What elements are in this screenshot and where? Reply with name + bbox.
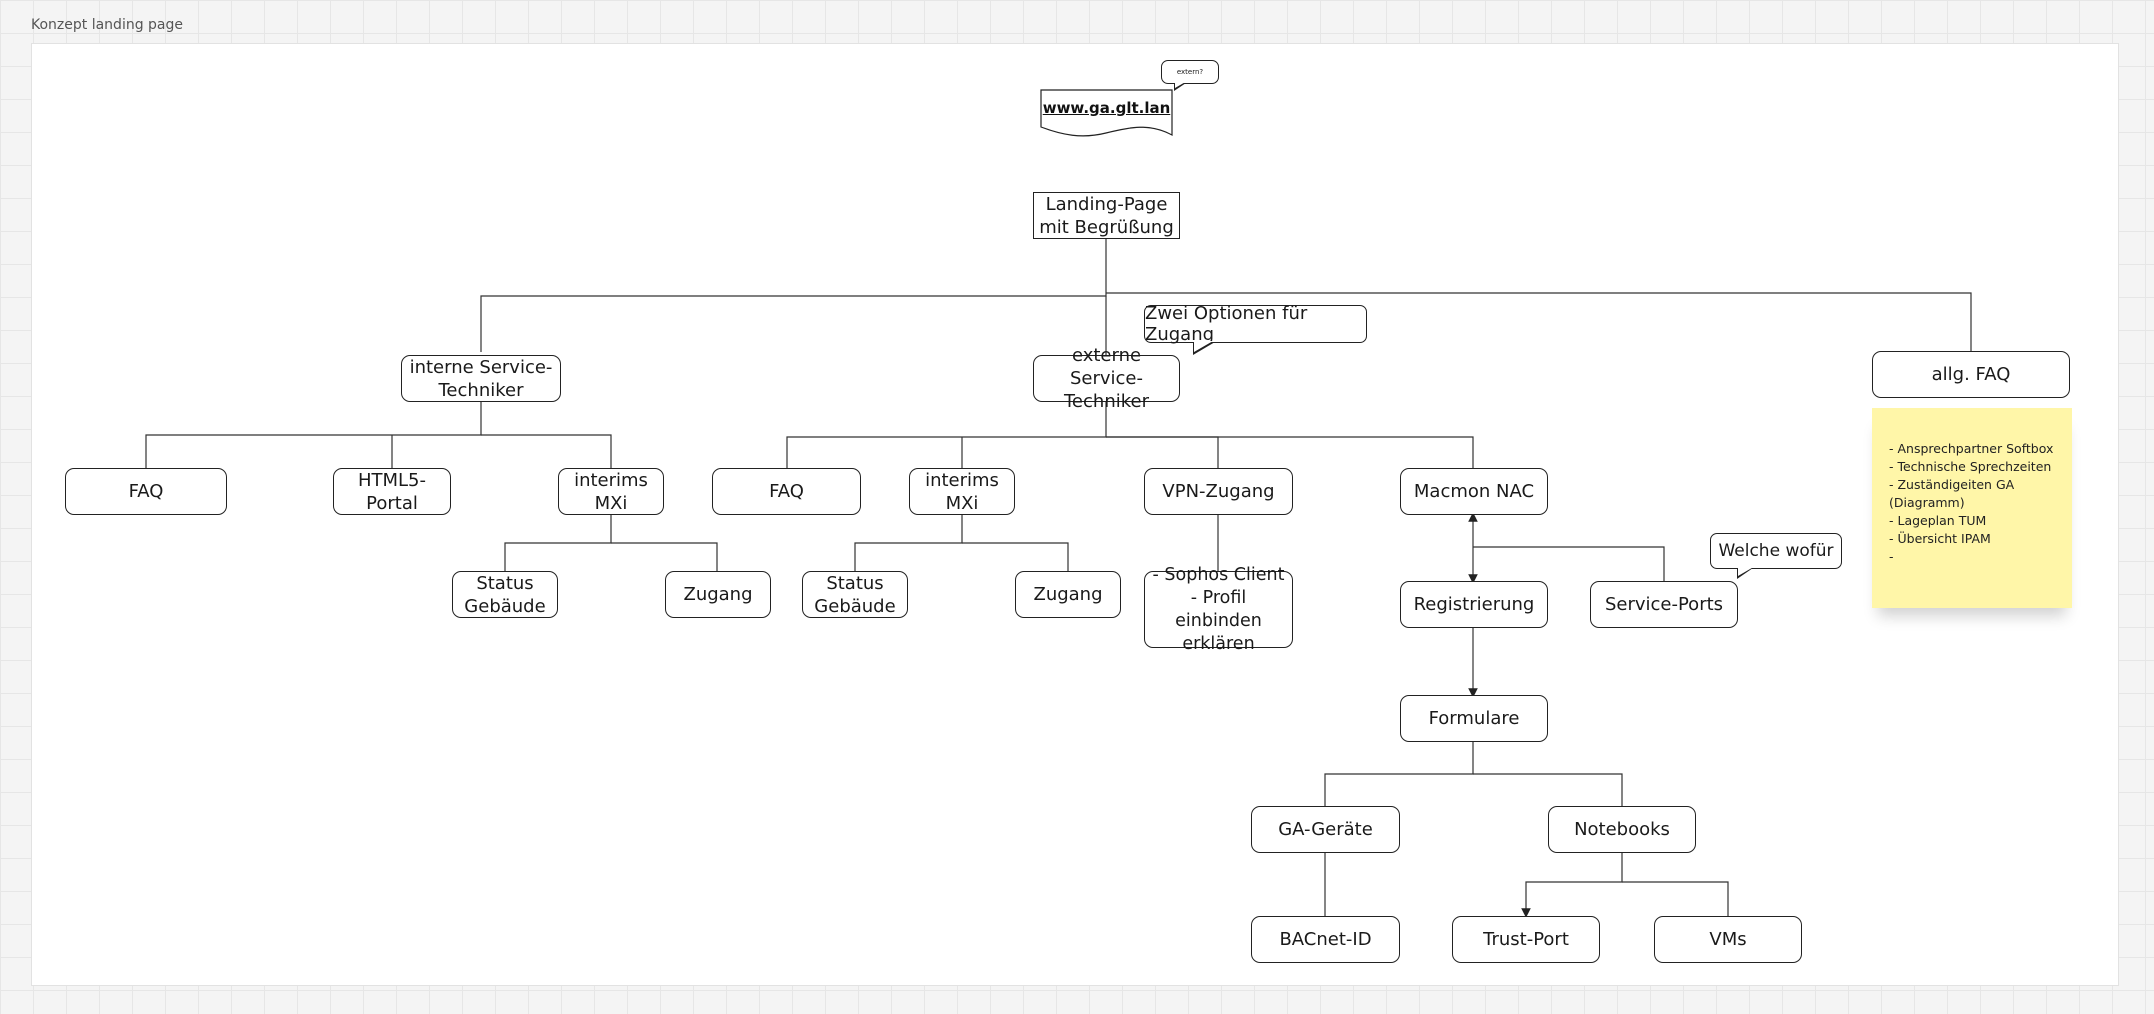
- ext-zugang-node[interactable]: Zugang: [1015, 571, 1121, 618]
- sticky-note-item: - Zuständigeiten GA (Diagramm): [1889, 477, 2015, 510]
- url-label: www.ga.glt.lan: [1042, 99, 1171, 117]
- sticky-note-item: -: [1889, 549, 1894, 564]
- ext-status-gebaeude-node[interactable]: Status Gebäude: [802, 571, 908, 618]
- notebooks-node[interactable]: Notebooks: [1548, 806, 1696, 853]
- frame-title: Konzept landing page: [31, 17, 184, 33]
- sticky-note-item: - Ansprechpartner Softbox: [1889, 441, 2054, 456]
- sticky-note-item: - Lageplan TUM: [1889, 513, 1987, 528]
- url-node[interactable]: www.ga.glt.lan: [1040, 89, 1173, 139]
- faq-sticky-note[interactable]: - Ansprechpartner Softbox - Technische S…: [1872, 408, 2072, 608]
- int-faq-node[interactable]: FAQ: [65, 468, 227, 515]
- bacnet-id-node[interactable]: BACnet-ID: [1251, 916, 1400, 963]
- int-interims-mxi-node[interactable]: interims MXi: [558, 468, 664, 515]
- sticky-note-item: - Übersicht IPAM: [1889, 531, 1991, 546]
- landing-page-node[interactable]: Landing-Page mit Begrüßung: [1033, 192, 1180, 239]
- registrierung-node[interactable]: Registrierung: [1400, 581, 1548, 628]
- vms-node[interactable]: VMs: [1654, 916, 1802, 963]
- interne-service-techniker-node[interactable]: interne Service-Techniker: [401, 355, 561, 402]
- extern-callout[interactable]: extern?: [1161, 60, 1219, 91]
- macmon-nac-node[interactable]: Macmon NAC: [1400, 468, 1548, 515]
- int-zugang-node[interactable]: Zugang: [665, 571, 771, 618]
- zwei-optionen-text: Zwei Optionen für Zugang: [1145, 303, 1308, 345]
- zwei-optionen-callout[interactable]: Zwei Optionen für Zugang: [1144, 303, 1367, 355]
- ext-interims-mxi-node[interactable]: interims MXi: [909, 468, 1015, 515]
- vpn-detail-node[interactable]: - Sophos Client - Profil einbinden erklä…: [1144, 565, 1293, 654]
- trust-port-node[interactable]: Trust-Port: [1452, 916, 1600, 963]
- sticky-note-list: - Ansprechpartner Softbox - Technische S…: [1889, 440, 2062, 566]
- extern-callout-text: extern?: [1176, 68, 1204, 76]
- html5-portal-node[interactable]: HTML5-Portal: [333, 468, 451, 515]
- vpn-zugang-node[interactable]: VPN-Zugang: [1144, 468, 1293, 515]
- ga-geraete-node[interactable]: GA-Geräte: [1251, 806, 1400, 853]
- externe-service-techniker-node[interactable]: externe Service-Techniker: [1033, 345, 1180, 412]
- int-status-gebaeude-node[interactable]: Status Gebäude: [452, 571, 558, 618]
- sticky-note-item: - Technische Sprechzeiten: [1889, 459, 2052, 474]
- allg-faq-node[interactable]: allg. FAQ: [1872, 351, 2070, 398]
- service-ports-node[interactable]: Service-Ports: [1590, 581, 1738, 628]
- welche-wofuer-text: Welche wofür: [1718, 541, 1834, 561]
- formulare-node[interactable]: Formulare: [1400, 695, 1548, 742]
- ext-faq-node[interactable]: FAQ: [712, 468, 861, 515]
- welche-wofuer-callout[interactable]: Welche wofür: [1710, 533, 1842, 579]
